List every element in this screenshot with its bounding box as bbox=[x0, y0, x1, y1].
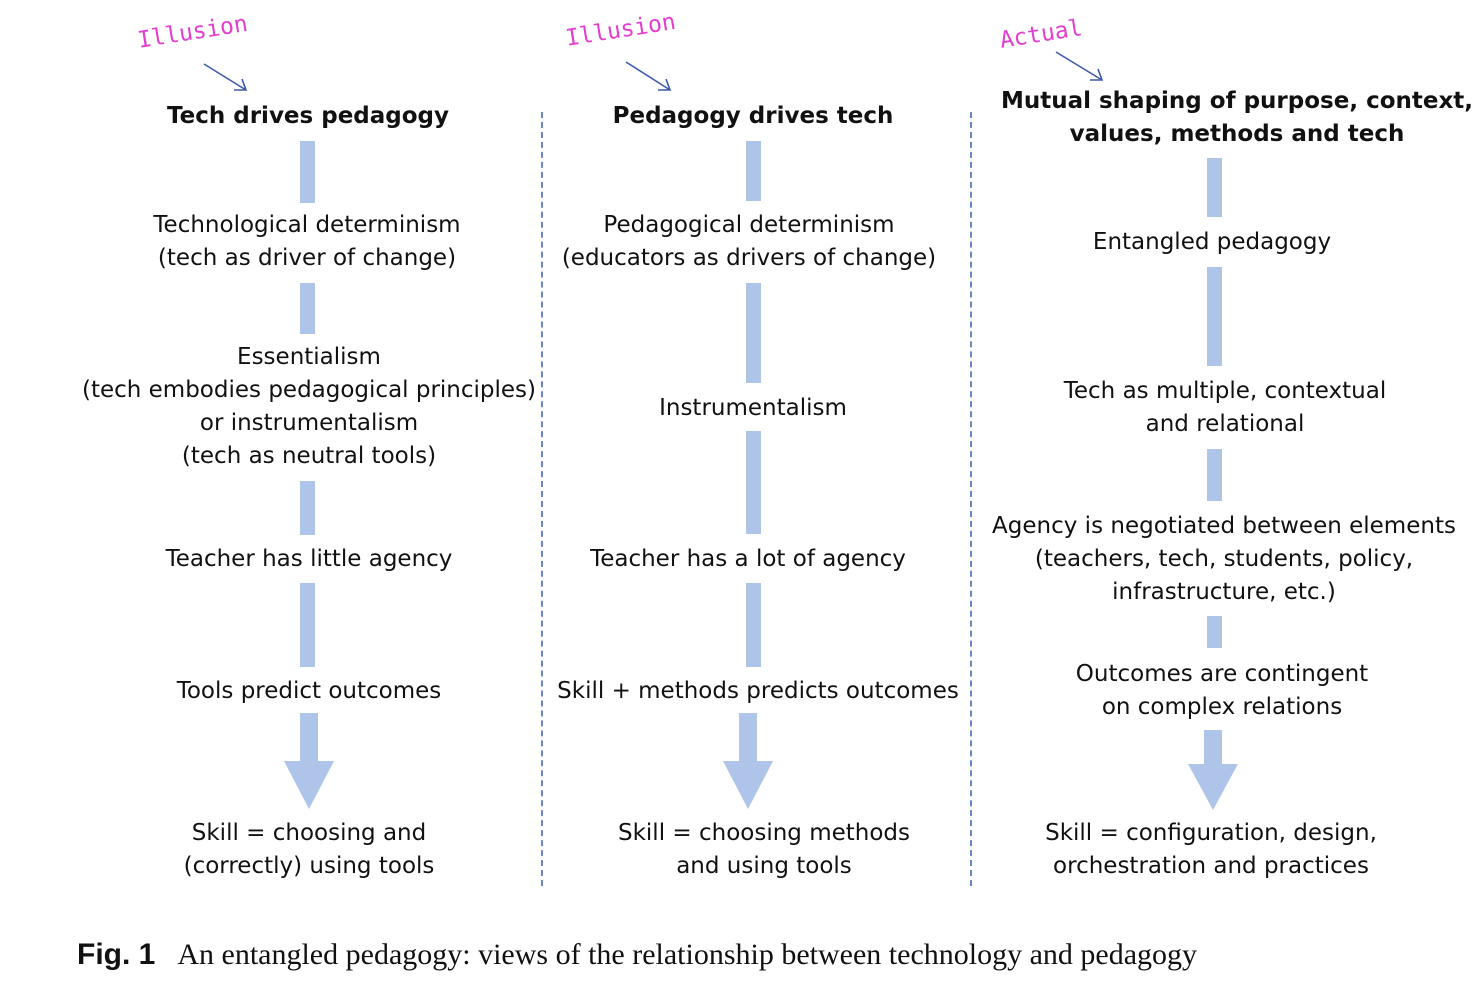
connector bbox=[1207, 449, 1222, 501]
diagram-node: Pedagogical determinism (educators as dr… bbox=[561, 212, 937, 271]
connector bbox=[746, 141, 761, 201]
connector bbox=[300, 283, 315, 334]
down-arrow bbox=[723, 713, 773, 809]
diagram-node: Entangled pedagogy bbox=[1092, 229, 1332, 255]
illusion-tag: Illusion bbox=[563, 8, 678, 52]
down-arrow bbox=[284, 713, 334, 809]
figure-caption: Fig. 1 An entangled pedagogy: views of th… bbox=[77, 938, 1197, 972]
diagram-node: Technological determinism (tech as drive… bbox=[153, 212, 461, 271]
figure-label: Fig. 1 bbox=[77, 938, 156, 971]
diagram-node: Skill = choosing and (correctly) using t… bbox=[183, 820, 435, 879]
illusion-tag: Illusion bbox=[135, 10, 250, 54]
tag-pointer-arrow bbox=[1055, 51, 1104, 81]
connector bbox=[1207, 158, 1222, 217]
diagram-node: Instrumentalism bbox=[659, 395, 847, 421]
connector bbox=[746, 583, 761, 667]
connector bbox=[1207, 616, 1222, 648]
connector bbox=[300, 141, 315, 203]
diagram-node: Teacher has little agency bbox=[165, 546, 453, 572]
tag-pointer-arrow bbox=[625, 61, 672, 91]
column-divider bbox=[541, 112, 543, 886]
connector bbox=[1207, 267, 1222, 366]
connector bbox=[746, 283, 761, 383]
diagram-node: Teacher has a lot of agency bbox=[590, 546, 906, 572]
column-heading: Mutual shaping of purpose, context, valu… bbox=[1000, 88, 1473, 147]
diagram-node: Skill = configuration, design, orchestra… bbox=[1045, 820, 1377, 879]
column-divider bbox=[970, 112, 972, 886]
tag-pointer-arrow bbox=[203, 63, 248, 91]
column-heading: Pedagogy drives tech bbox=[612, 103, 894, 129]
diagram-node: Outcomes are contingent on complex relat… bbox=[1075, 661, 1369, 720]
diagram-node: Essentialism (tech embodies pedagogical … bbox=[81, 344, 537, 469]
actual-tag: Actual bbox=[997, 15, 1085, 54]
diagram-node: Tech as multiple, contextual and relatio… bbox=[1063, 378, 1387, 437]
diagram-node: Tools predict outcomes bbox=[176, 678, 442, 704]
connector bbox=[746, 431, 761, 534]
diagram-node: Skill + methods predicts outcomes bbox=[557, 678, 959, 704]
down-arrow bbox=[1188, 730, 1238, 810]
figure-caption-text: An entangled pedagogy: views of the rela… bbox=[177, 938, 1198, 971]
diagram-node: Agency is negotiated between elements (t… bbox=[992, 513, 1456, 605]
column-heading: Tech drives pedagogy bbox=[167, 103, 449, 129]
connector bbox=[300, 481, 315, 535]
diagram-node: Skill = choosing methods and using tools bbox=[617, 820, 911, 879]
connector bbox=[300, 583, 315, 667]
